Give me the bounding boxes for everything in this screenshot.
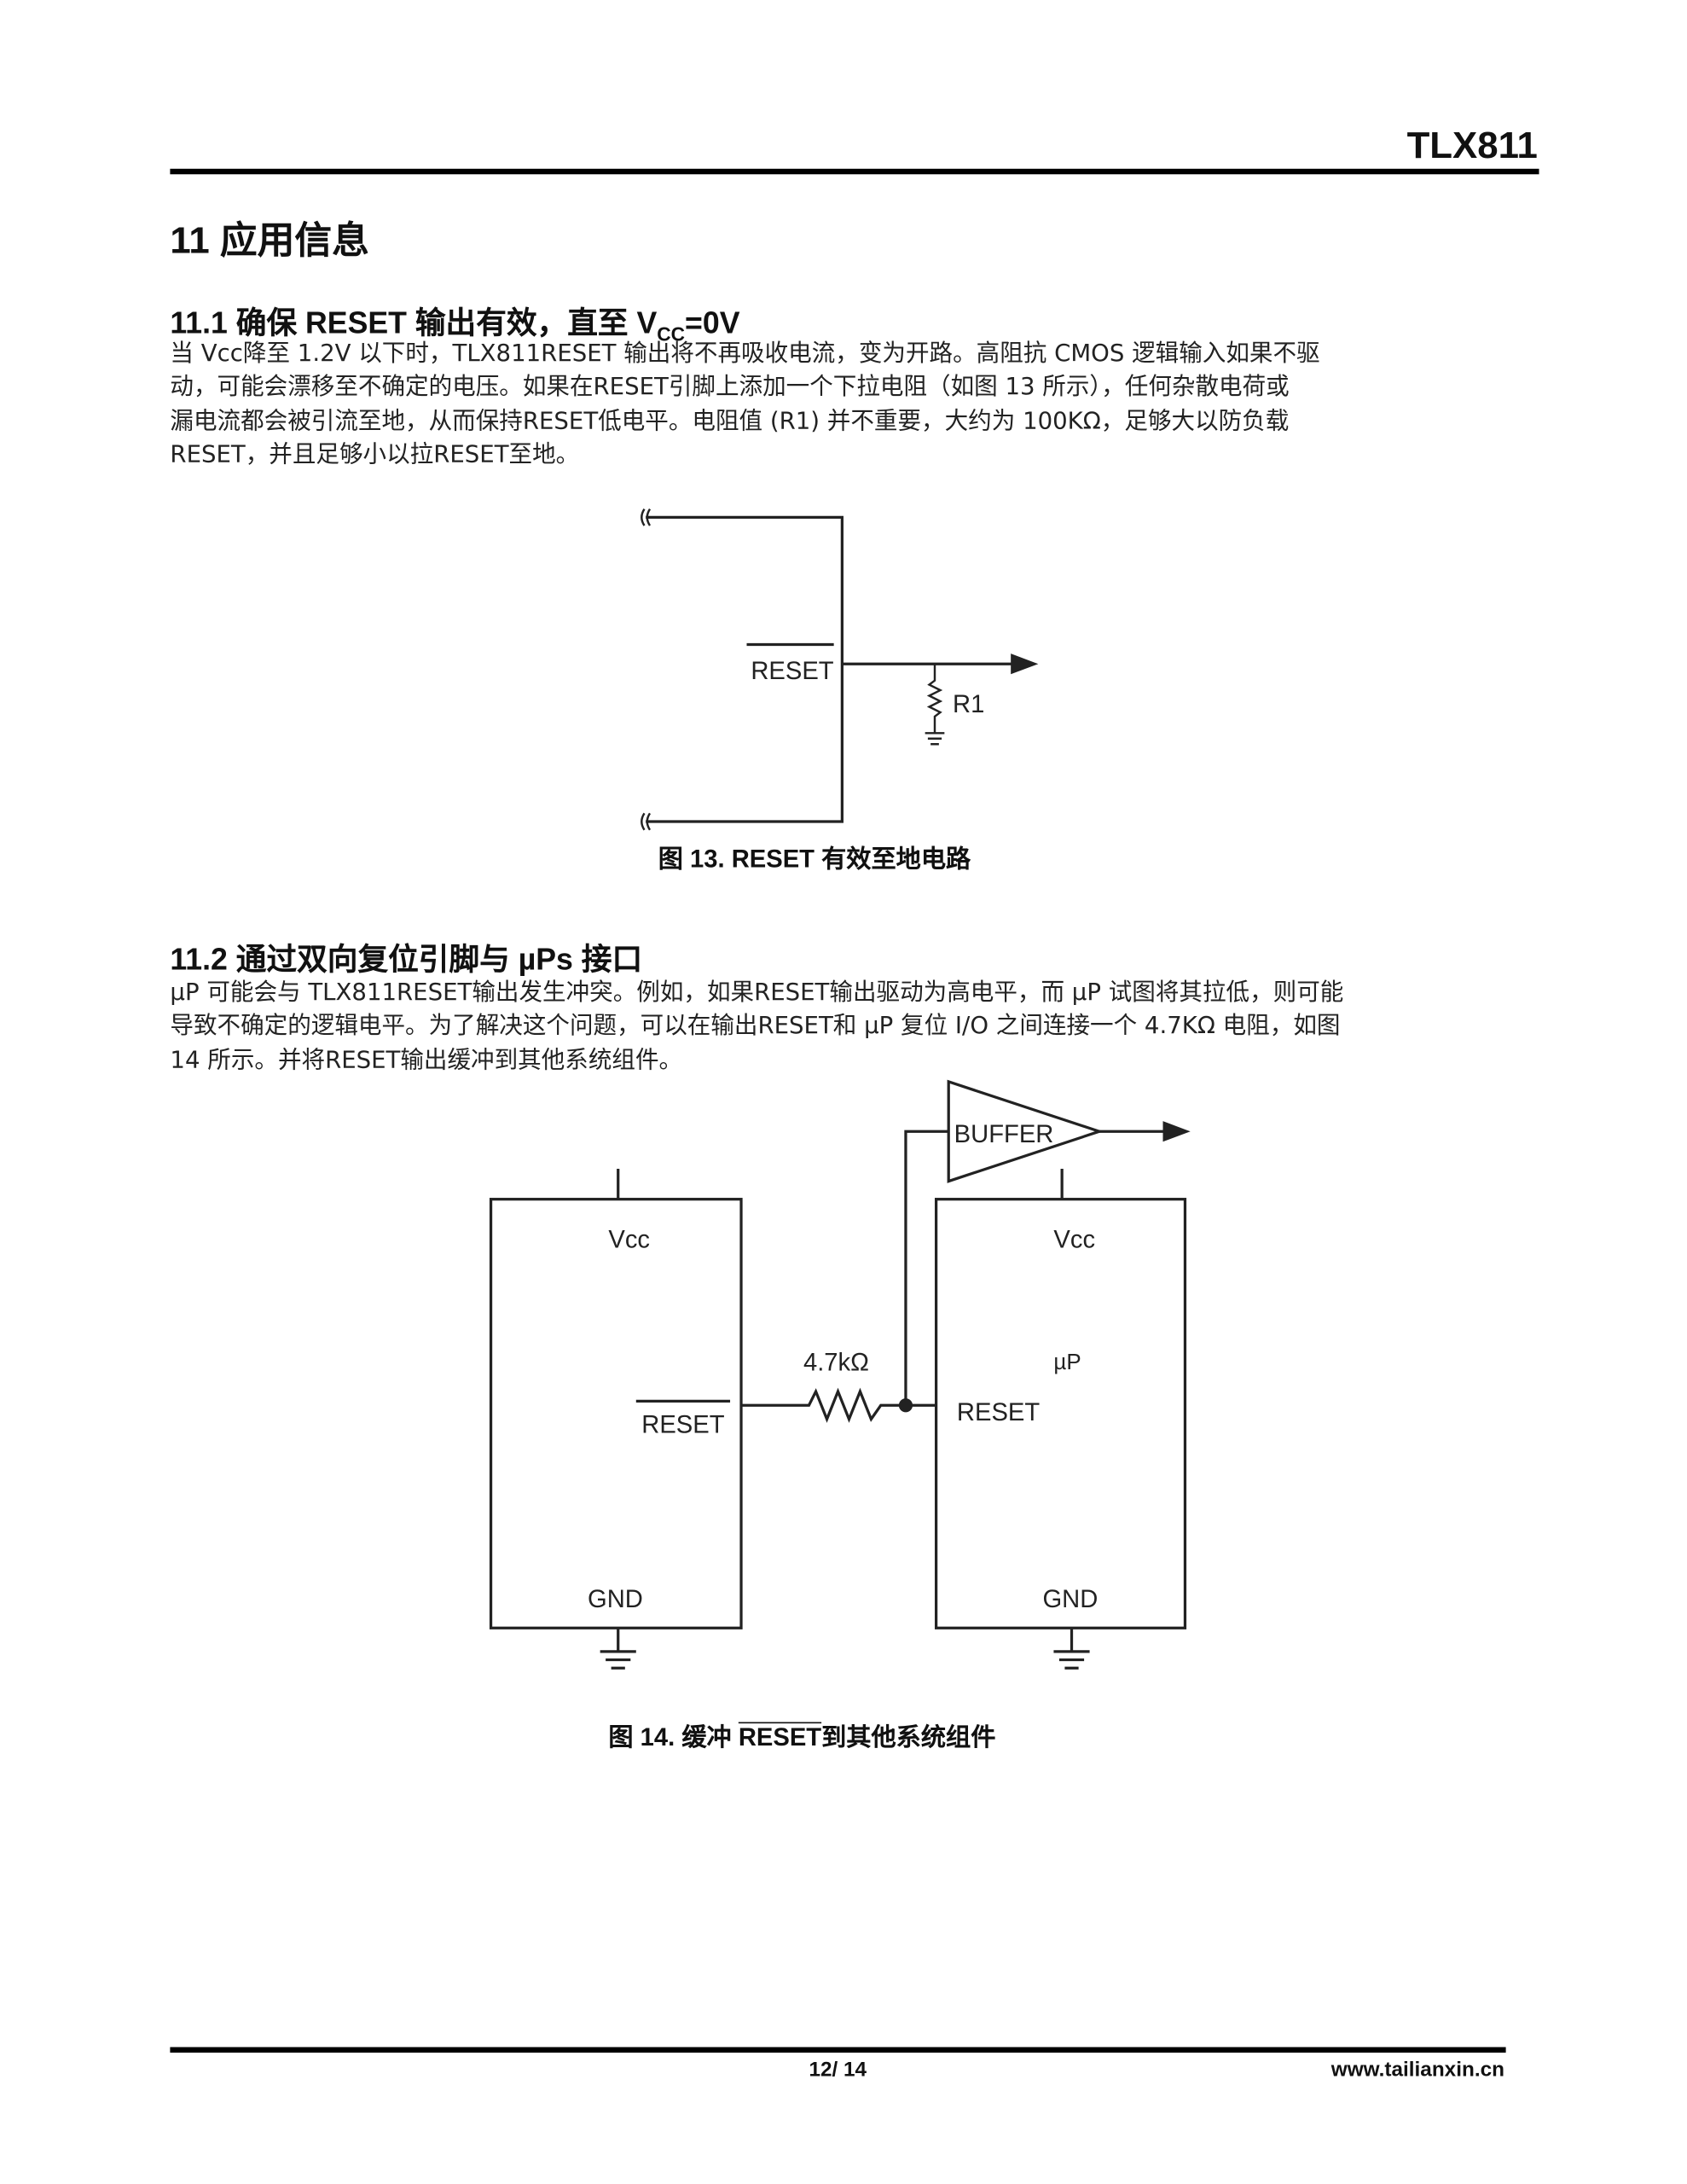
title-sub: CC	[657, 322, 686, 346]
paragraph-11-1: 当 Vcc降至 1.2V 以下时，TLX811RESET 输出将不再吸收电流，变…	[170, 338, 1505, 473]
subsection-11-2-title: 11.2 通过双向复位引脚与 µPs 接口	[170, 942, 643, 977]
reset-ic-box	[489, 1198, 743, 1629]
ground-icon	[600, 1628, 636, 1670]
footer-rule	[170, 2047, 1506, 2053]
arrow-icon	[1162, 1121, 1191, 1142]
up-label: µP	[1053, 1350, 1081, 1374]
left-reset-label: RESET	[641, 1412, 724, 1439]
footer-url[interactable]: www.tailianxin.cn	[1330, 2058, 1504, 2082]
reset-label: RESET	[751, 658, 833, 685]
r1-label: R1	[953, 691, 984, 718]
reset-wire	[646, 515, 844, 823]
text-line: 漏电流都会被引流至地，从而保持RESET低电平。电阻值 (R1) 并不重要，大约…	[170, 407, 1290, 436]
buffer-label: BUFFER	[954, 1121, 1054, 1148]
buffer-input-wire	[904, 1130, 949, 1406]
text-line: 当 Vcc降至 1.2V 以下时，TLX811RESET 输出将不再吸收电流，变…	[170, 340, 1320, 369]
text-line: µP 可能会与 TLX811RESET输出发生冲突。例如，如果RESET输出驱动…	[170, 979, 1344, 1008]
text-line: 导致不确定的逻辑电平。为了解决这个问题，可以在输出RESET和 µP 复位 I/…	[170, 1013, 1341, 1041]
caption-reset: RESET	[738, 1723, 822, 1751]
title-text: 11.1 确保 RESET 输出有效，直至 V	[170, 305, 658, 340]
header-rule	[170, 168, 1539, 175]
arrow-icon	[1011, 653, 1039, 675]
left-vcc-label: Vcc	[608, 1226, 650, 1253]
right-reset-label: RESET	[957, 1399, 1040, 1426]
break-symbol-icon	[641, 508, 652, 526]
ground-icon	[925, 732, 945, 746]
figure-14-diagram: Vcc RESET GND Vcc µP RESET GND 4.7kΩ BUF…	[489, 1079, 1191, 1670]
buffer-triangle-icon	[947, 1079, 1104, 1183]
left-gnd-label: GND	[588, 1586, 643, 1613]
right-vcc-label: Vcc	[1053, 1226, 1095, 1253]
resistor-label: 4.7kΩ	[803, 1350, 869, 1377]
text-line: 14 所示。并将RESET输出缓冲到其他系统组件。	[170, 1046, 683, 1075]
title-end: =0V	[685, 305, 740, 340]
caption-pre: 图 14. 缓冲	[608, 1723, 739, 1751]
resistor-r1-icon	[926, 664, 943, 734]
resistor-4k7-icon	[741, 1387, 936, 1423]
paragraph-11-2: µP 可能会与 TLX811RESET输出发生冲突。例如，如果RESET输出驱动…	[170, 977, 1505, 1077]
right-gnd-label: GND	[1042, 1586, 1098, 1613]
page-number: 12/ 14	[809, 2058, 867, 2082]
figure-13-caption: 图 13. RESET 有效至地电路	[658, 845, 971, 874]
figure-13-diagram: RESET R1	[641, 508, 1039, 831]
text-line: RESET，并且足够小以拉RESET至地。	[170, 441, 580, 469]
section-title: 11 应用信息	[170, 219, 369, 262]
figure-14-caption: 图 14. 缓冲 RESET到其他系统组件	[608, 1718, 995, 1754]
text-line: 动，可能会漂移至不确定的电压。如果在RESET引脚上添加一个下拉电阻（如图 13…	[170, 374, 1290, 402]
ground-icon	[1053, 1628, 1090, 1670]
break-symbol-icon	[641, 812, 652, 831]
caption-post: 到其他系统组件	[821, 1723, 996, 1751]
header-title: TLX811	[1406, 124, 1538, 166]
subsection-11-1-title: 11.1 确保 RESET 输出有效，直至 VCC=0V	[170, 299, 739, 345]
